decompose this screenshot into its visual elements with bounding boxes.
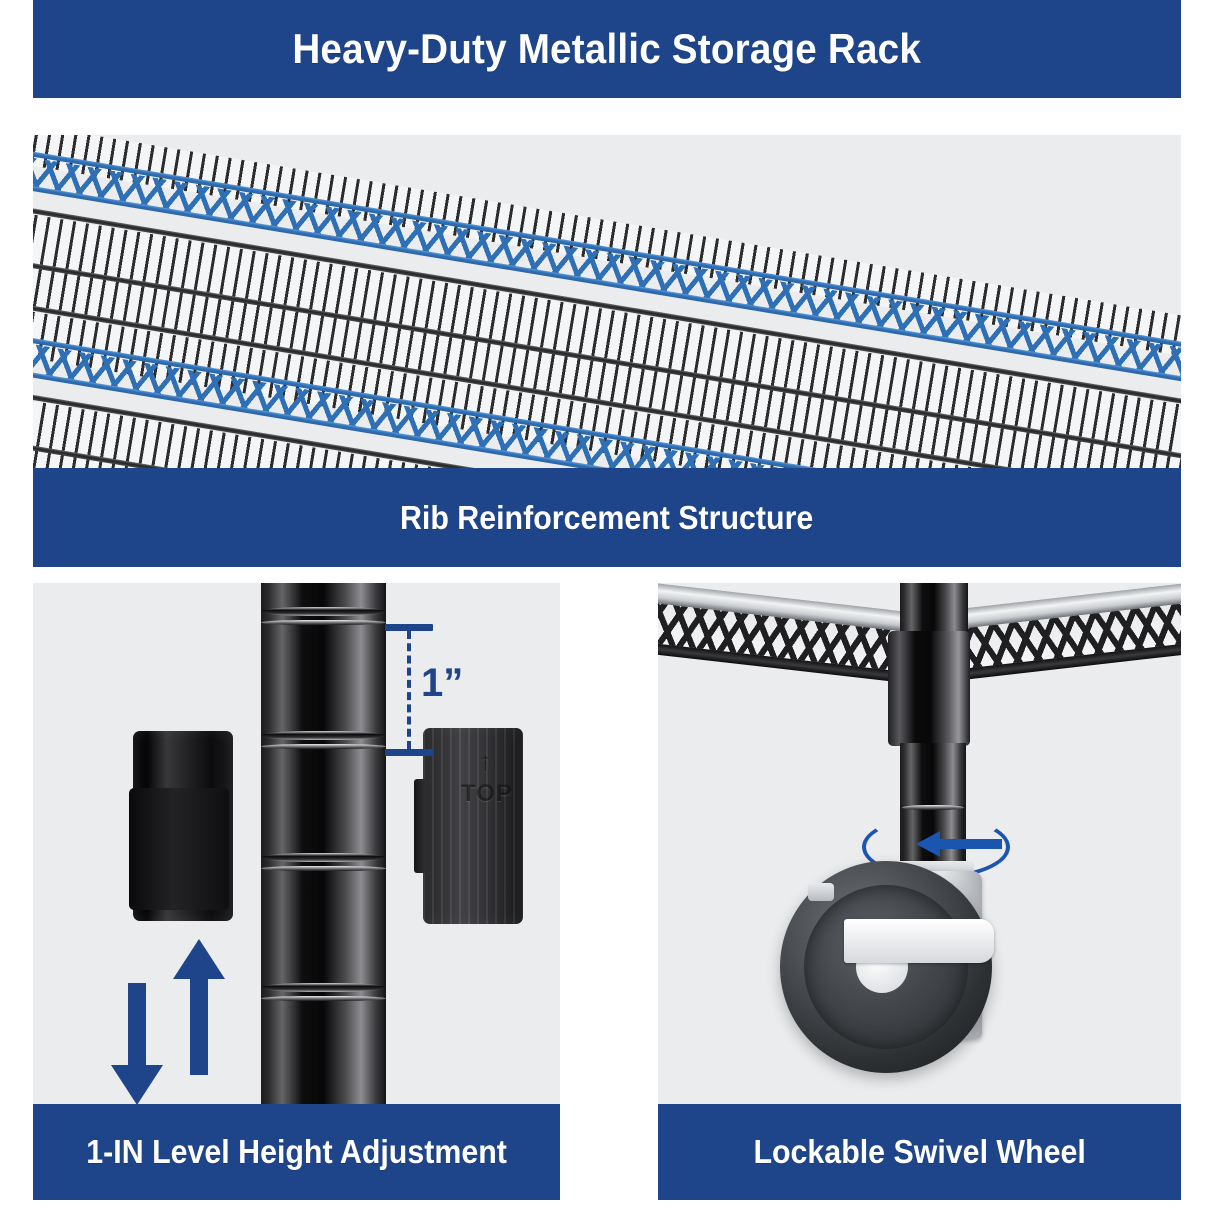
clip-top-label: TOP	[461, 780, 513, 807]
dimension-label: 1”	[421, 661, 464, 705]
arrow-down-icon	[111, 983, 163, 1104]
post-ring	[261, 853, 386, 862]
caption-swivel-wheel: Lockable Swivel Wheel	[658, 1104, 1181, 1200]
arrow-up-icon	[173, 939, 225, 1079]
post-groove	[261, 866, 386, 871]
caption-rib-reinforcement: Rib Reinforcement Structure	[33, 468, 1181, 567]
post-ring	[261, 983, 386, 992]
height-adjustment-image-panel: ↑ TOP 1”	[33, 583, 560, 1104]
post-groove	[261, 620, 386, 625]
caption-text: 1-IN Level Height Adjustment	[86, 1133, 507, 1170]
wire-shelf-illustration	[33, 135, 1181, 468]
caster-brake-tab	[808, 883, 834, 901]
arrow-head	[111, 1065, 163, 1104]
caption-text: Lockable Swivel Wheel	[753, 1133, 1086, 1170]
shelf-post	[261, 583, 386, 1104]
caster-brake-lever	[844, 919, 994, 963]
shelf-edge-left	[658, 583, 918, 690]
post-collar	[888, 631, 970, 746]
clip-flange	[129, 788, 229, 910]
clip-tab	[414, 778, 426, 874]
post-ring	[261, 607, 386, 616]
arrow-shaft	[128, 983, 146, 1067]
post-groove	[261, 744, 386, 749]
clip-ridges	[423, 728, 523, 924]
dimension-dashed-line	[407, 631, 411, 749]
header-banner: Heavy-Duty Metallic Storage Rack	[33, 0, 1181, 98]
swivel-arrow-head	[916, 831, 940, 857]
split-sleeve-clip-left	[129, 731, 233, 921]
post-ring	[261, 731, 386, 740]
page-title: Heavy-Duty Metallic Storage Rack	[292, 25, 922, 72]
caption-height-adjustment: 1-IN Level Height Adjustment	[33, 1104, 560, 1200]
swivel-arrow-shaft	[940, 839, 1002, 849]
swivel-wheel-image-panel	[658, 583, 1181, 1104]
post-groove	[902, 805, 964, 810]
post-groove	[261, 996, 386, 1001]
dimension-cap-top	[385, 624, 433, 631]
dimension-cap-bottom	[385, 749, 433, 756]
arrow-head	[173, 939, 225, 979]
rib-structure-image-panel	[33, 135, 1181, 468]
caption-text: Rib Reinforcement Structure	[400, 498, 814, 536]
split-sleeve-clip-right: ↑ TOP	[414, 728, 523, 924]
clip-up-arrow-icon: ↑	[479, 746, 492, 776]
arrow-shaft	[190, 977, 208, 1075]
